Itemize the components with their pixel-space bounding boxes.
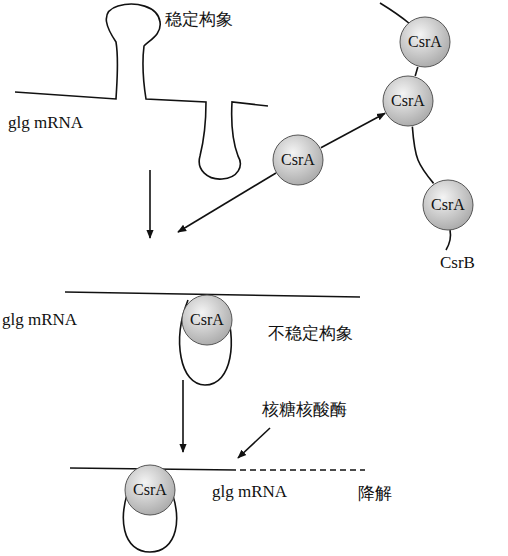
protein-name: CsrA [391,92,425,110]
circle-shape [125,465,175,515]
protein-circle: CsrA [272,134,324,186]
circle-shape [423,180,473,230]
circle-shape [273,135,323,185]
protein-circle: CsrA [399,16,451,68]
protein-circle: CsrA [422,179,474,231]
circle-shape [182,295,232,345]
circle-shape [400,17,450,67]
protein-name: CsrA [408,33,442,51]
mrna-stable-structure [15,4,268,179]
csrb-rna-tail [446,230,451,250]
process-arrow [149,170,151,238]
diagram-label: 稳定构象 [165,8,233,31]
protein-circle: CsrA [124,464,176,516]
diagram-label: glg mRNA [212,482,287,502]
diagram-label: 不稳定构象 [268,322,353,345]
csrb-rna-start [380,3,410,24]
enzyme-arrow [238,428,270,458]
protein-name: CsrA [133,481,167,499]
protein-circle: CsrA [382,75,434,127]
rna-strand [412,127,433,184]
protein-name: CsrA [281,151,315,169]
diagram-label: glg mRNA [8,113,83,133]
protein-name: CsrA [431,196,465,214]
diagram-label: 核糖核酸酶 [262,398,347,421]
mrna-degraded-dashes [240,469,365,470]
diagram-label: 降解 [358,482,392,505]
circle-shape [383,76,433,126]
protein-name: CsrA [190,311,224,329]
binding-arrow [321,113,385,147]
process-arrow [182,380,184,452]
protein-circle: CsrA [181,294,233,346]
binding-arrow [178,173,276,232]
rna-strand [415,67,418,76]
diagram-label: CsrB [440,253,475,273]
diagram-label: glg mRNA [2,310,77,330]
